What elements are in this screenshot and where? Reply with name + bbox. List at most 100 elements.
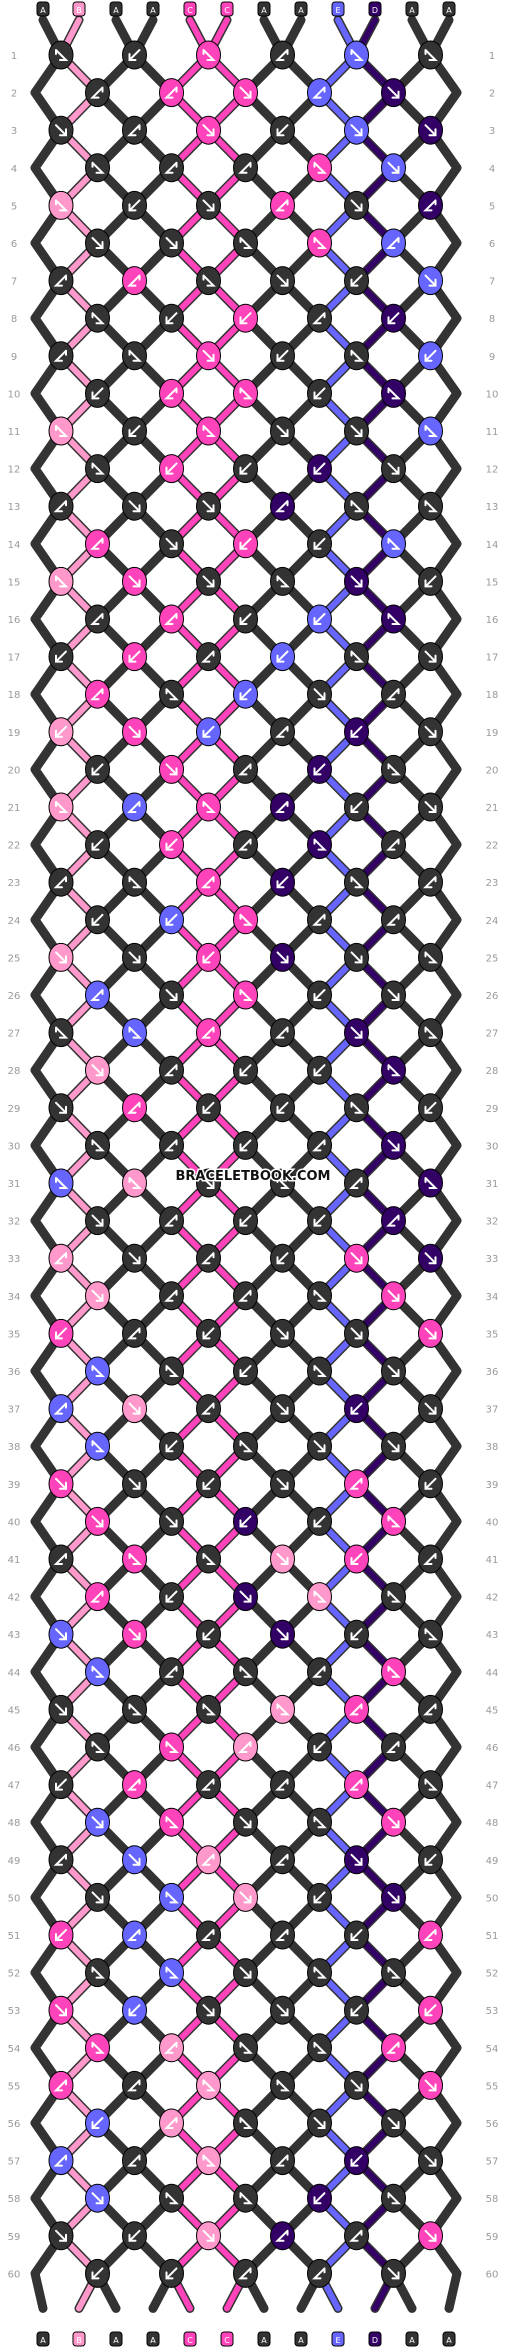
string-label: B <box>72 1 86 17</box>
knot <box>344 1770 369 1800</box>
knot <box>48 1093 74 1123</box>
knot <box>48 1469 74 1499</box>
knot <box>307 1506 332 1536</box>
row-number-right: 27 <box>486 1029 499 1040</box>
row-number-left: 16 <box>8 615 21 626</box>
knot <box>270 2070 295 2100</box>
knot <box>344 1318 369 1348</box>
knot <box>270 2221 295 2251</box>
knot <box>159 378 184 408</box>
knot <box>381 1206 406 1236</box>
knot <box>85 604 110 634</box>
knot <box>381 1657 406 1687</box>
row-number-left: 26 <box>8 991 21 1002</box>
knot <box>48 266 74 296</box>
knot <box>270 1394 295 1424</box>
knot <box>122 792 147 822</box>
knot <box>270 1469 295 1499</box>
knot <box>196 266 221 296</box>
knot <box>233 78 258 108</box>
string-label: A <box>36 1 50 17</box>
knot <box>233 754 258 784</box>
knot <box>307 1582 332 1612</box>
knot <box>270 1694 295 1724</box>
knot <box>85 153 110 183</box>
knot <box>418 566 443 596</box>
knot <box>418 1093 443 1123</box>
row-number-left: 9 <box>11 352 17 363</box>
knot <box>307 1356 332 1386</box>
knot <box>233 378 258 408</box>
knot <box>196 40 221 70</box>
knot <box>48 1018 74 1048</box>
knot <box>344 190 369 220</box>
row-number-left: 8 <box>11 314 17 325</box>
knot <box>233 1356 258 1386</box>
knot <box>418 1770 443 1800</box>
knot <box>85 2033 110 2063</box>
row-number-left: 31 <box>8 1179 21 1190</box>
row-number-left: 58 <box>8 2194 21 2205</box>
svg-text:C: C <box>224 2336 230 2345</box>
knot <box>418 341 443 371</box>
row-number-right: 50 <box>486 1893 499 1904</box>
knot <box>418 40 443 70</box>
row-number-right: 1 <box>489 51 495 62</box>
knot <box>159 1356 184 1386</box>
knot <box>418 1243 443 1273</box>
row-number-left: 21 <box>8 803 21 814</box>
knot <box>344 1243 369 1273</box>
row-number-right: 58 <box>486 2194 499 2205</box>
row-number-right: 36 <box>486 1367 499 1378</box>
row-number-right: 31 <box>486 1179 499 1190</box>
row-number-left: 49 <box>8 1856 21 1867</box>
knot <box>233 1055 258 1085</box>
row-number-right: 48 <box>486 1818 499 1829</box>
knot <box>196 2070 221 2100</box>
knot <box>270 40 295 70</box>
knot <box>233 1506 258 1536</box>
knot <box>196 1845 221 1875</box>
knot <box>196 1243 221 1273</box>
knot <box>159 153 184 183</box>
row-number-left: 54 <box>8 2044 21 2055</box>
knot <box>344 717 369 747</box>
row-number-left: 28 <box>8 1066 21 1077</box>
knot <box>418 1394 443 1424</box>
string-label: A <box>146 1 160 17</box>
row-number-left: 53 <box>8 2006 21 2017</box>
knot <box>307 1958 332 1988</box>
knot <box>48 1544 74 1574</box>
row-number-left: 19 <box>8 728 21 739</box>
knot <box>159 1882 184 1912</box>
knot <box>270 1920 295 1950</box>
row-number-right: 19 <box>486 728 499 739</box>
row-number-left: 10 <box>8 389 21 400</box>
row-number-left: 59 <box>8 2232 21 2243</box>
row-number-left: 55 <box>8 2081 21 2092</box>
knot <box>122 1619 147 1649</box>
knot <box>344 1018 369 1048</box>
row-number-left: 43 <box>8 1630 21 1641</box>
knot <box>122 867 147 897</box>
knot <box>344 1469 369 1499</box>
knot <box>48 491 74 521</box>
knot <box>233 1657 258 1687</box>
row-number-left: 20 <box>8 765 21 776</box>
knot <box>85 1055 110 1085</box>
knot <box>85 1281 110 1311</box>
knot <box>307 2258 332 2288</box>
knot <box>270 566 295 596</box>
knot <box>196 1018 221 1048</box>
knot <box>233 905 258 935</box>
knot <box>48 190 74 220</box>
knot <box>159 2108 184 2138</box>
knot <box>122 1544 147 1574</box>
knot <box>233 1281 258 1311</box>
row-number-right: 15 <box>486 577 499 588</box>
knot <box>122 1920 147 1950</box>
knot <box>85 1431 110 1461</box>
knot <box>307 604 332 634</box>
knot <box>122 1995 147 2025</box>
